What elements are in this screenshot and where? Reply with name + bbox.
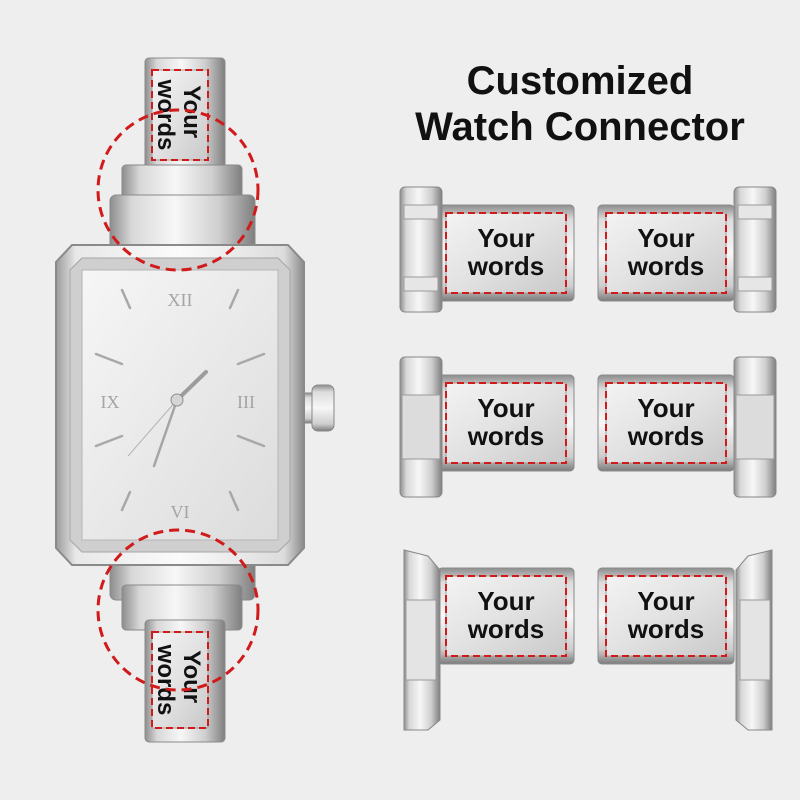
connector-text-line2: words [627,421,705,451]
connector-text-line2: words [627,614,705,644]
connector-text-line1: Your [637,393,694,423]
connector-text-line1: Your [477,393,534,423]
second-hand [127,399,178,457]
engrave-plate [445,382,567,464]
crown [299,384,335,432]
engrave-area [605,212,727,294]
connector-text-line1: Your [637,586,694,616]
watch-hands [127,370,208,468]
highlight-circle-top [96,108,260,272]
connector-text-line2: words [467,251,545,281]
engrave-area [445,212,567,294]
engrave-area-bottom [151,631,209,729]
engrave-plate [445,212,567,294]
highlight-circle-bottom [96,528,260,692]
title-line-2: Watch Connector [415,105,745,149]
connector-text-line2: words [467,614,545,644]
band-bottom-line1: Your [178,650,205,703]
connector-text-line1: Your [477,223,534,253]
hour-hand [175,370,208,402]
numeral-3: III [237,392,255,412]
band-bottom-line2: words [152,644,179,716]
watch-dial: XII III VI IX [81,269,279,541]
watch: Your words Your words [55,57,335,743]
watch-band-bottom: Your words [109,544,256,743]
connector-text-line2: words [467,421,545,451]
engrave-area [445,382,567,464]
svg-text:Your words: Your words [152,79,205,151]
hour-markers [94,288,266,512]
numeral-12: XII [168,290,193,310]
connector-text-line2: words [627,251,705,281]
engrave-area [445,575,567,657]
minute-hand [152,398,179,468]
connector-text-line1: Your [477,586,534,616]
connector-text-line1: Your [637,223,694,253]
engrave-plate [445,575,567,657]
engrave-area [605,575,727,657]
engrave-area [605,382,727,464]
watch-band-top: Your words [109,57,256,251]
numeral-6: VI [171,502,190,522]
title-line-1: Customized [466,59,694,103]
svg-text:Your words: Your words [152,644,205,716]
numeral-9: IX [101,392,120,412]
product-title: Customized Watch Connector [380,58,780,150]
